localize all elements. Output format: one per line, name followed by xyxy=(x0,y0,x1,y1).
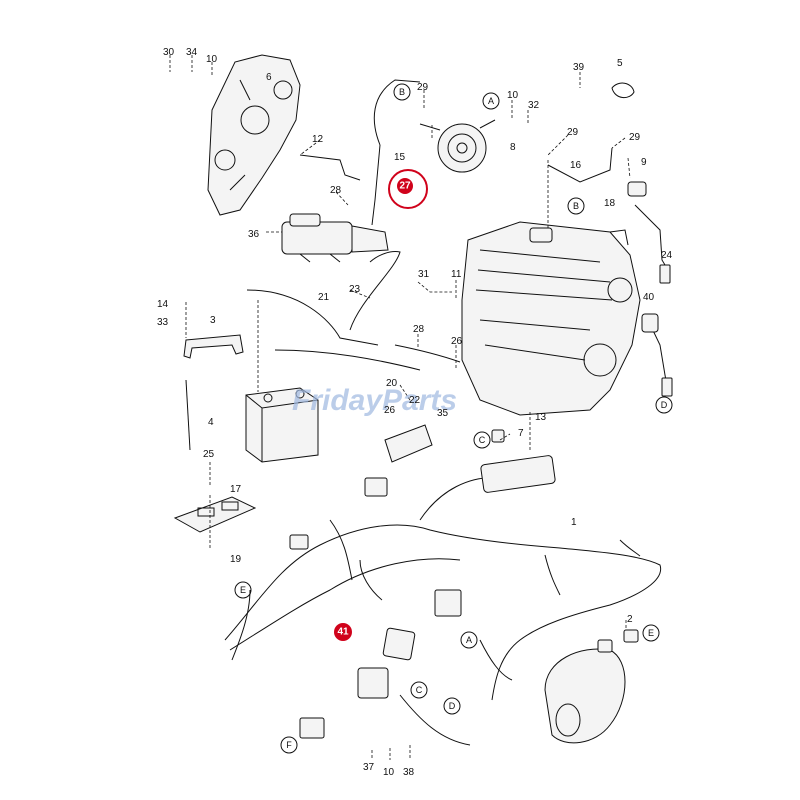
callout-41-badge xyxy=(334,623,352,641)
part-24: 24 xyxy=(661,250,673,261)
highlight-ring-27 xyxy=(388,169,428,209)
part-10-mid: 10 xyxy=(507,90,519,101)
connector-c-bottom: C xyxy=(416,685,423,695)
part-23: 23 xyxy=(349,284,361,295)
hold-down-bracket-part xyxy=(183,334,244,359)
connector-a-bottom: A xyxy=(466,635,472,645)
part-33: 33 xyxy=(157,317,169,328)
callout-27-label: 27 xyxy=(399,181,411,192)
connector-b-top: B xyxy=(399,87,405,97)
part-25: 25 xyxy=(203,449,215,460)
part-28-top: 28 xyxy=(330,185,342,196)
part-17: 17 xyxy=(230,484,242,495)
main-harness xyxy=(224,477,662,746)
part-40: 40 xyxy=(643,292,655,303)
part-13: 13 xyxy=(535,412,547,423)
part-34: 34 xyxy=(186,47,198,58)
part-2: 2 xyxy=(627,614,633,625)
canister-part xyxy=(544,639,626,744)
connector-d-part xyxy=(661,377,673,397)
part-26-a: 26 xyxy=(451,336,463,347)
part-29-a: 29 xyxy=(417,82,429,93)
part-3: 3 xyxy=(210,315,216,326)
part-37: 37 xyxy=(363,762,375,773)
connector-e-right: E xyxy=(648,628,654,638)
part-35: 35 xyxy=(437,408,449,419)
alternator-part xyxy=(419,119,496,173)
sensor-2-part xyxy=(623,629,639,643)
fuse-holder-part xyxy=(364,477,388,497)
part-11: 11 xyxy=(451,269,462,280)
connector-d-right: D xyxy=(661,400,668,410)
sensor-7-part xyxy=(491,429,505,443)
connector-c-mid: C xyxy=(479,435,486,445)
part-9: 9 xyxy=(641,157,647,168)
part-15: 15 xyxy=(394,152,406,163)
connector-d-bottom: D xyxy=(449,701,456,711)
part-18: 18 xyxy=(604,198,616,209)
part-30: 30 xyxy=(163,47,175,58)
leader-lines xyxy=(169,55,631,760)
part-7: 7 xyxy=(518,428,524,439)
part-16: 16 xyxy=(570,160,582,171)
part-28-mid: 28 xyxy=(413,324,425,335)
part-1: 1 xyxy=(571,517,577,528)
clamp-5-part xyxy=(611,82,635,98)
part-32: 32 xyxy=(528,100,540,111)
gear-housing-part xyxy=(207,54,301,216)
part-29-b: 29 xyxy=(567,127,579,138)
part-39: 39 xyxy=(573,62,585,73)
part-19: 19 xyxy=(230,554,242,565)
part-38: 38 xyxy=(403,767,415,778)
connector-box-part xyxy=(289,534,309,550)
callout-27-badge xyxy=(397,178,413,194)
bracket-part xyxy=(384,424,433,463)
watermark-text: FridayParts xyxy=(292,384,457,417)
part-31: 31 xyxy=(418,269,430,280)
connector-square-3 xyxy=(299,717,325,739)
part-number-labels: 30 34 10 6 12 28 36 29 10 32 8 15 39 5 2… xyxy=(157,47,673,778)
connector-letter-callouts: B A B C D E A C D E F xyxy=(234,83,673,754)
part-29-c: 29 xyxy=(629,132,641,143)
part-10-bottom: 10 xyxy=(383,767,395,778)
part-4: 4 xyxy=(208,417,214,428)
sensor-40-part xyxy=(641,313,659,333)
connector-f-bottom: F xyxy=(286,740,292,750)
battery-rod-part xyxy=(185,379,191,451)
engine-block-part xyxy=(461,221,641,416)
connector-a-top: A xyxy=(488,96,494,106)
part-20: 20 xyxy=(386,378,398,389)
callout-41-label: 41 xyxy=(337,627,349,638)
part-5: 5 xyxy=(617,58,623,69)
sensor-9-part xyxy=(627,181,647,197)
part-21: 21 xyxy=(318,292,330,303)
part-8: 8 xyxy=(510,142,516,153)
battery-part xyxy=(245,387,319,463)
part-6: 6 xyxy=(266,72,272,83)
relay-box-part xyxy=(480,455,556,493)
connector-24-part xyxy=(659,264,671,284)
connector-square-2 xyxy=(357,667,389,699)
part-12: 12 xyxy=(312,134,324,145)
connector-square-1 xyxy=(434,589,462,617)
connector-e-left: E xyxy=(240,585,246,595)
part-26-b: 26 xyxy=(384,405,396,416)
part-36: 36 xyxy=(248,229,260,240)
battery-tray-part xyxy=(173,496,257,533)
starter-motor-part xyxy=(281,213,389,263)
gasket-part xyxy=(382,627,416,661)
part-22: 22 xyxy=(409,395,421,406)
part-10-top: 10 xyxy=(206,54,218,65)
connector-b-right: B xyxy=(573,201,579,211)
part-14: 14 xyxy=(157,299,169,310)
